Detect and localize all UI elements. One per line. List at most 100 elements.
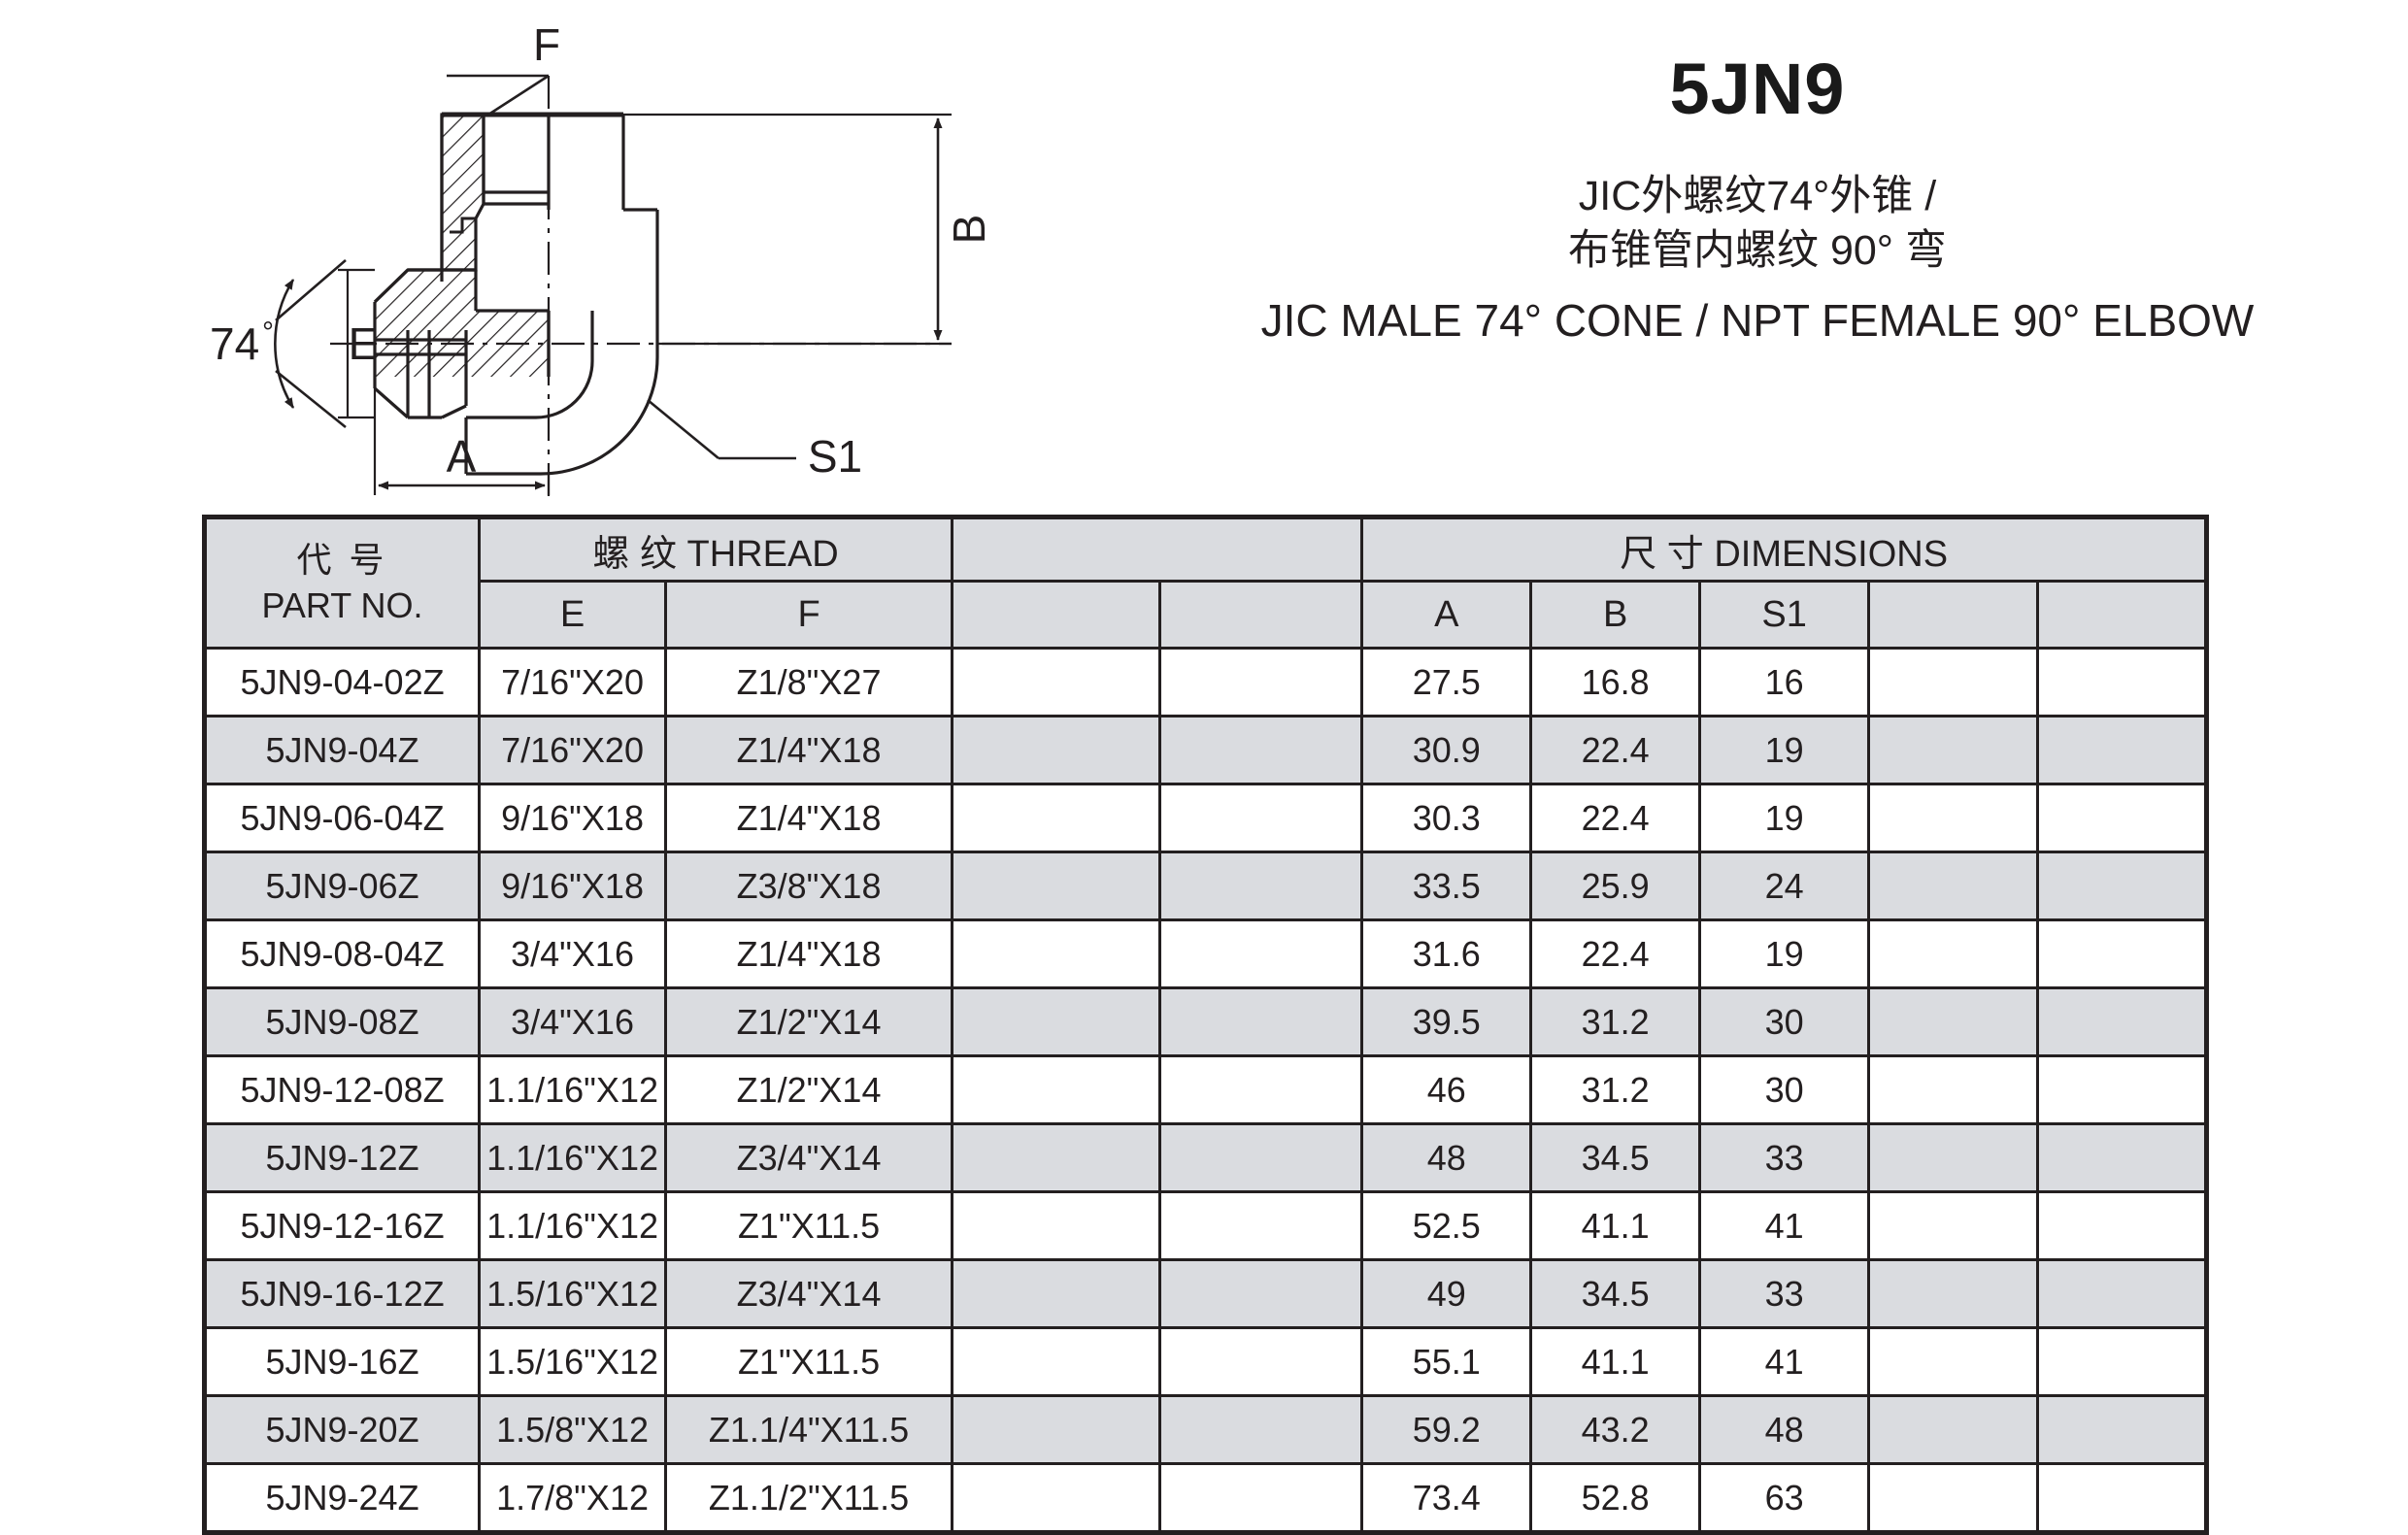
header-col-blank-4 — [2035, 580, 2209, 650]
header-part-no: 代 号 PART NO. — [202, 516, 482, 650]
cell-blank-3 — [1867, 1462, 2039, 1534]
drawing-label-a: A — [447, 431, 477, 482]
cell-s1: 63 — [1698, 1462, 1871, 1534]
cell-s1: 24 — [1698, 851, 1871, 921]
cell-e: 1.5/8"X12 — [478, 1394, 667, 1465]
cell-f: Z1/4"X18 — [663, 918, 954, 989]
cell-b: 41.1 — [1529, 1190, 1702, 1261]
cell-part-no: 5JN9-12-08Z — [202, 1054, 482, 1125]
cell-s1: 33 — [1698, 1258, 1871, 1329]
cell-b: 22.4 — [1529, 918, 1702, 989]
table-header-row-group: 代 号 PART NO. 螺 纹 THREAD 尺 寸 DIMENSIONS — [202, 516, 2208, 650]
header-blank-group — [951, 516, 1364, 583]
cell-part-no: 5JN9-04-02Z — [202, 647, 482, 717]
description-en: JIC MALE 74° CONE / NPT FEMALE 90° ELBOW — [1260, 294, 2255, 346]
cell-blank-1 — [951, 1462, 1161, 1534]
cell-a: 31.6 — [1360, 918, 1533, 989]
cell-a: 39.5 — [1360, 986, 1533, 1057]
cell-e: 1.1/16"X12 — [478, 1122, 667, 1193]
cell-b: 43.2 — [1529, 1394, 1702, 1465]
cell-s1: 48 — [1698, 1394, 1871, 1465]
cell-blank-3 — [1867, 715, 2039, 785]
cell-blank-1 — [951, 783, 1161, 853]
cell-a: 30.3 — [1360, 783, 1533, 853]
header-part-no-en: PART NO. — [261, 584, 423, 625]
cell-blank-1 — [951, 1122, 1161, 1193]
cell-f: Z1/4"X18 — [663, 715, 954, 785]
header-col-f: F — [663, 580, 954, 650]
cell-a: 46 — [1360, 1054, 1533, 1125]
cell-blank-2 — [1157, 851, 1364, 921]
cell-part-no: 5JN9-16-12Z — [202, 1258, 482, 1329]
cell-a: 73.4 — [1360, 1462, 1533, 1534]
cell-blank-4 — [2035, 647, 2209, 717]
cell-blank-3 — [1867, 918, 2039, 989]
cell-blank-3 — [1867, 647, 2039, 717]
cell-blank-1 — [951, 647, 1161, 717]
cell-blank-1 — [951, 986, 1161, 1057]
cell-f: Z1/4"X18 — [663, 783, 954, 853]
cell-a: 33.5 — [1360, 851, 1533, 921]
cell-f: Z1/2"X14 — [663, 1054, 954, 1125]
cell-part-no: 5JN9-16Z — [202, 1326, 482, 1397]
cell-b: 22.4 — [1529, 715, 1702, 785]
cell-part-no: 5JN9-06-04Z — [202, 783, 482, 853]
cell-e: 9/16"X18 — [478, 783, 667, 853]
cell-f: Z1.1/4"X11.5 — [663, 1394, 954, 1465]
header-part-no-cn: 代 号 — [296, 540, 388, 581]
header-col-s1: S1 — [1698, 580, 1871, 650]
cell-s1: 19 — [1698, 783, 1871, 853]
cell-part-no: 5JN9-20Z — [202, 1394, 482, 1465]
cell-blank-1 — [951, 1326, 1161, 1397]
cell-blank-2 — [1157, 1258, 1364, 1329]
cell-blank-3 — [1867, 1122, 2039, 1193]
cell-part-no: 5JN9-04Z — [202, 715, 482, 785]
cell-b: 31.2 — [1529, 1054, 1702, 1125]
header-col-e: E — [478, 580, 667, 650]
cell-e: 1.1/16"X12 — [478, 1054, 667, 1125]
cell-a: 49 — [1360, 1258, 1533, 1329]
cell-f: Z3/4"X14 — [663, 1122, 954, 1193]
cell-e: 1.5/16"X12 — [478, 1326, 667, 1397]
cell-e: 3/4"X16 — [478, 986, 667, 1057]
table-header-row-sub: E F A B S1 — [205, 580, 2209, 650]
header-col-b: B — [1529, 580, 1702, 650]
cell-a: 27.5 — [1360, 647, 1533, 717]
cell-f: Z1"X11.5 — [663, 1190, 954, 1261]
cell-s1: 33 — [1698, 1122, 1871, 1193]
cell-s1: 19 — [1698, 918, 1871, 989]
cell-a: 30.9 — [1360, 715, 1533, 785]
cell-part-no: 5JN9-08-04Z — [202, 918, 482, 989]
header-thread-group: 螺 纹 THREAD — [478, 516, 954, 583]
cell-blank-1 — [951, 715, 1161, 785]
cell-blank-2 — [1157, 1122, 1364, 1193]
cell-e: 1.7/8"X12 — [478, 1462, 667, 1534]
table-head: 代 号 PART NO. 螺 纹 THREAD 尺 寸 DIMENSIONS E… — [202, 516, 2209, 650]
cell-blank-4 — [2035, 1326, 2209, 1397]
cell-e: 3/4"X16 — [478, 918, 667, 989]
cell-f: Z3/4"X14 — [663, 1258, 954, 1329]
cell-s1: 41 — [1698, 1190, 1871, 1261]
cell-blank-3 — [1867, 986, 2039, 1057]
cell-part-no: 5JN9-24Z — [202, 1462, 482, 1534]
cell-blank-1 — [951, 1394, 1161, 1465]
cell-f: Z3/8"X18 — [663, 851, 954, 921]
cell-part-no: 5JN9-12Z — [202, 1122, 482, 1193]
cell-b: 25.9 — [1529, 851, 1702, 921]
cell-b: 34.5 — [1529, 1122, 1702, 1193]
cell-blank-2 — [1157, 647, 1364, 717]
